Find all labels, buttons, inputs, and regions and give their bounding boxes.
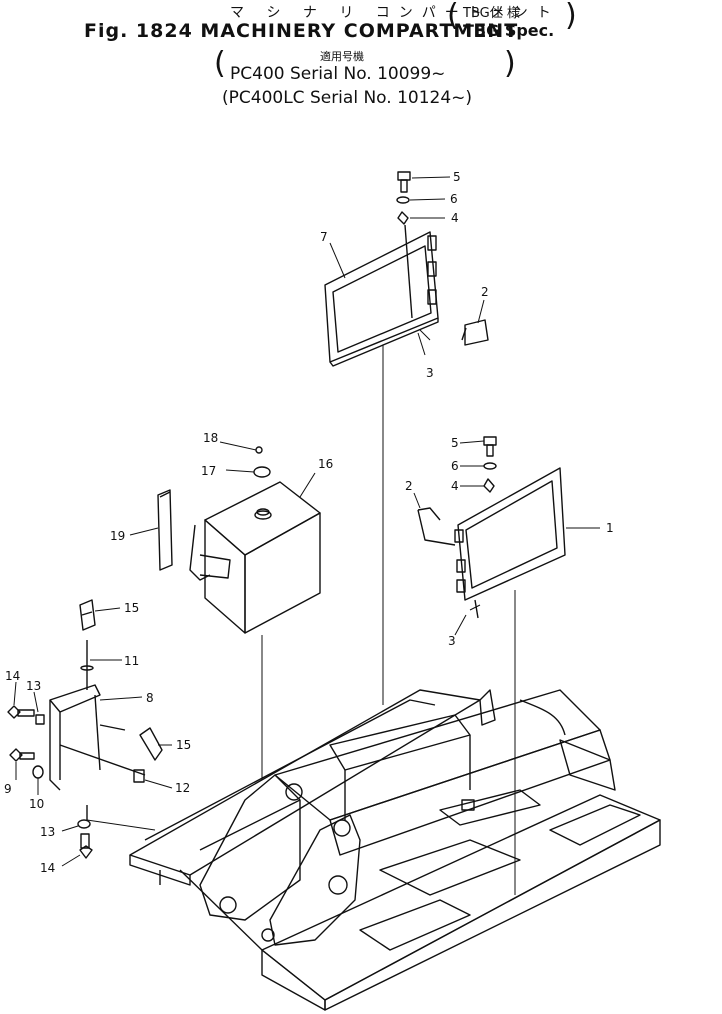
callout-3-right: 3 [448,634,456,648]
callout-16: 16 [318,457,333,471]
callout-15-upper: 15 [124,601,139,615]
paren-close: ) [565,0,577,33]
filter-panel-right [417,467,566,619]
base-frame [129,689,661,1011]
callout-6-upper: 6 [450,192,458,206]
spec-label: TBG Spec. [463,21,555,40]
bracket-assembly [7,599,163,859]
serial-line-1: PC400 Serial No. 10099~ [230,64,446,84]
callout-3-upper: 3 [426,366,434,380]
callout-15-lower: 15 [176,738,191,752]
leader-lines [13,176,600,895]
callout-1: 1 [606,521,614,535]
filter-panel-upper [324,224,489,367]
spec-japanese: TBG仕 様 [463,6,520,21]
callout-13-lower: 13 [40,825,55,839]
callout-13-upper: 13 [26,679,41,693]
right-hardware [483,436,497,493]
callout-9: 9 [4,782,12,796]
serial-line-2: (PC400LC Serial No. 10124~) [222,88,473,108]
paren-open: ( [447,0,459,33]
callout-11: 11 [124,654,139,668]
callout-14-upper: 14 [5,669,20,683]
callout-4-right: 4 [451,479,459,493]
callout-7: 7 [320,230,328,244]
callout-4-upper: 4 [451,211,459,225]
callout-numbers: 1 2 2 3 3 4 4 5 5 6 6 7 8 9 10 11 12 13 … [4,170,614,875]
callout-14-lower: 14 [40,861,55,875]
callout-19: 19 [110,529,125,543]
callout-8: 8 [146,691,154,705]
callout-17: 17 [201,464,216,478]
paren-open-2: ( [214,46,226,81]
callout-5-right: 5 [451,436,459,450]
upper-hardware [396,171,411,225]
applicability-japanese: 適用号機 [320,50,364,63]
callout-12: 12 [175,781,190,795]
callout-5-upper: 5 [453,170,461,184]
callout-18: 18 [203,431,218,445]
callout-6-right: 6 [451,459,459,473]
title-japanese: マ シ ナ リ コンパートメント [230,5,560,21]
figure-title: Fig. 1824 MACHINERY COMPARTMENT [84,20,519,42]
handle-bar [157,489,173,571]
tank [189,446,321,634]
paren-close-2: ) [504,46,516,81]
callout-2-right: 2 [405,479,413,493]
callout-2-upper: 2 [481,285,489,299]
callout-10: 10 [29,797,44,811]
